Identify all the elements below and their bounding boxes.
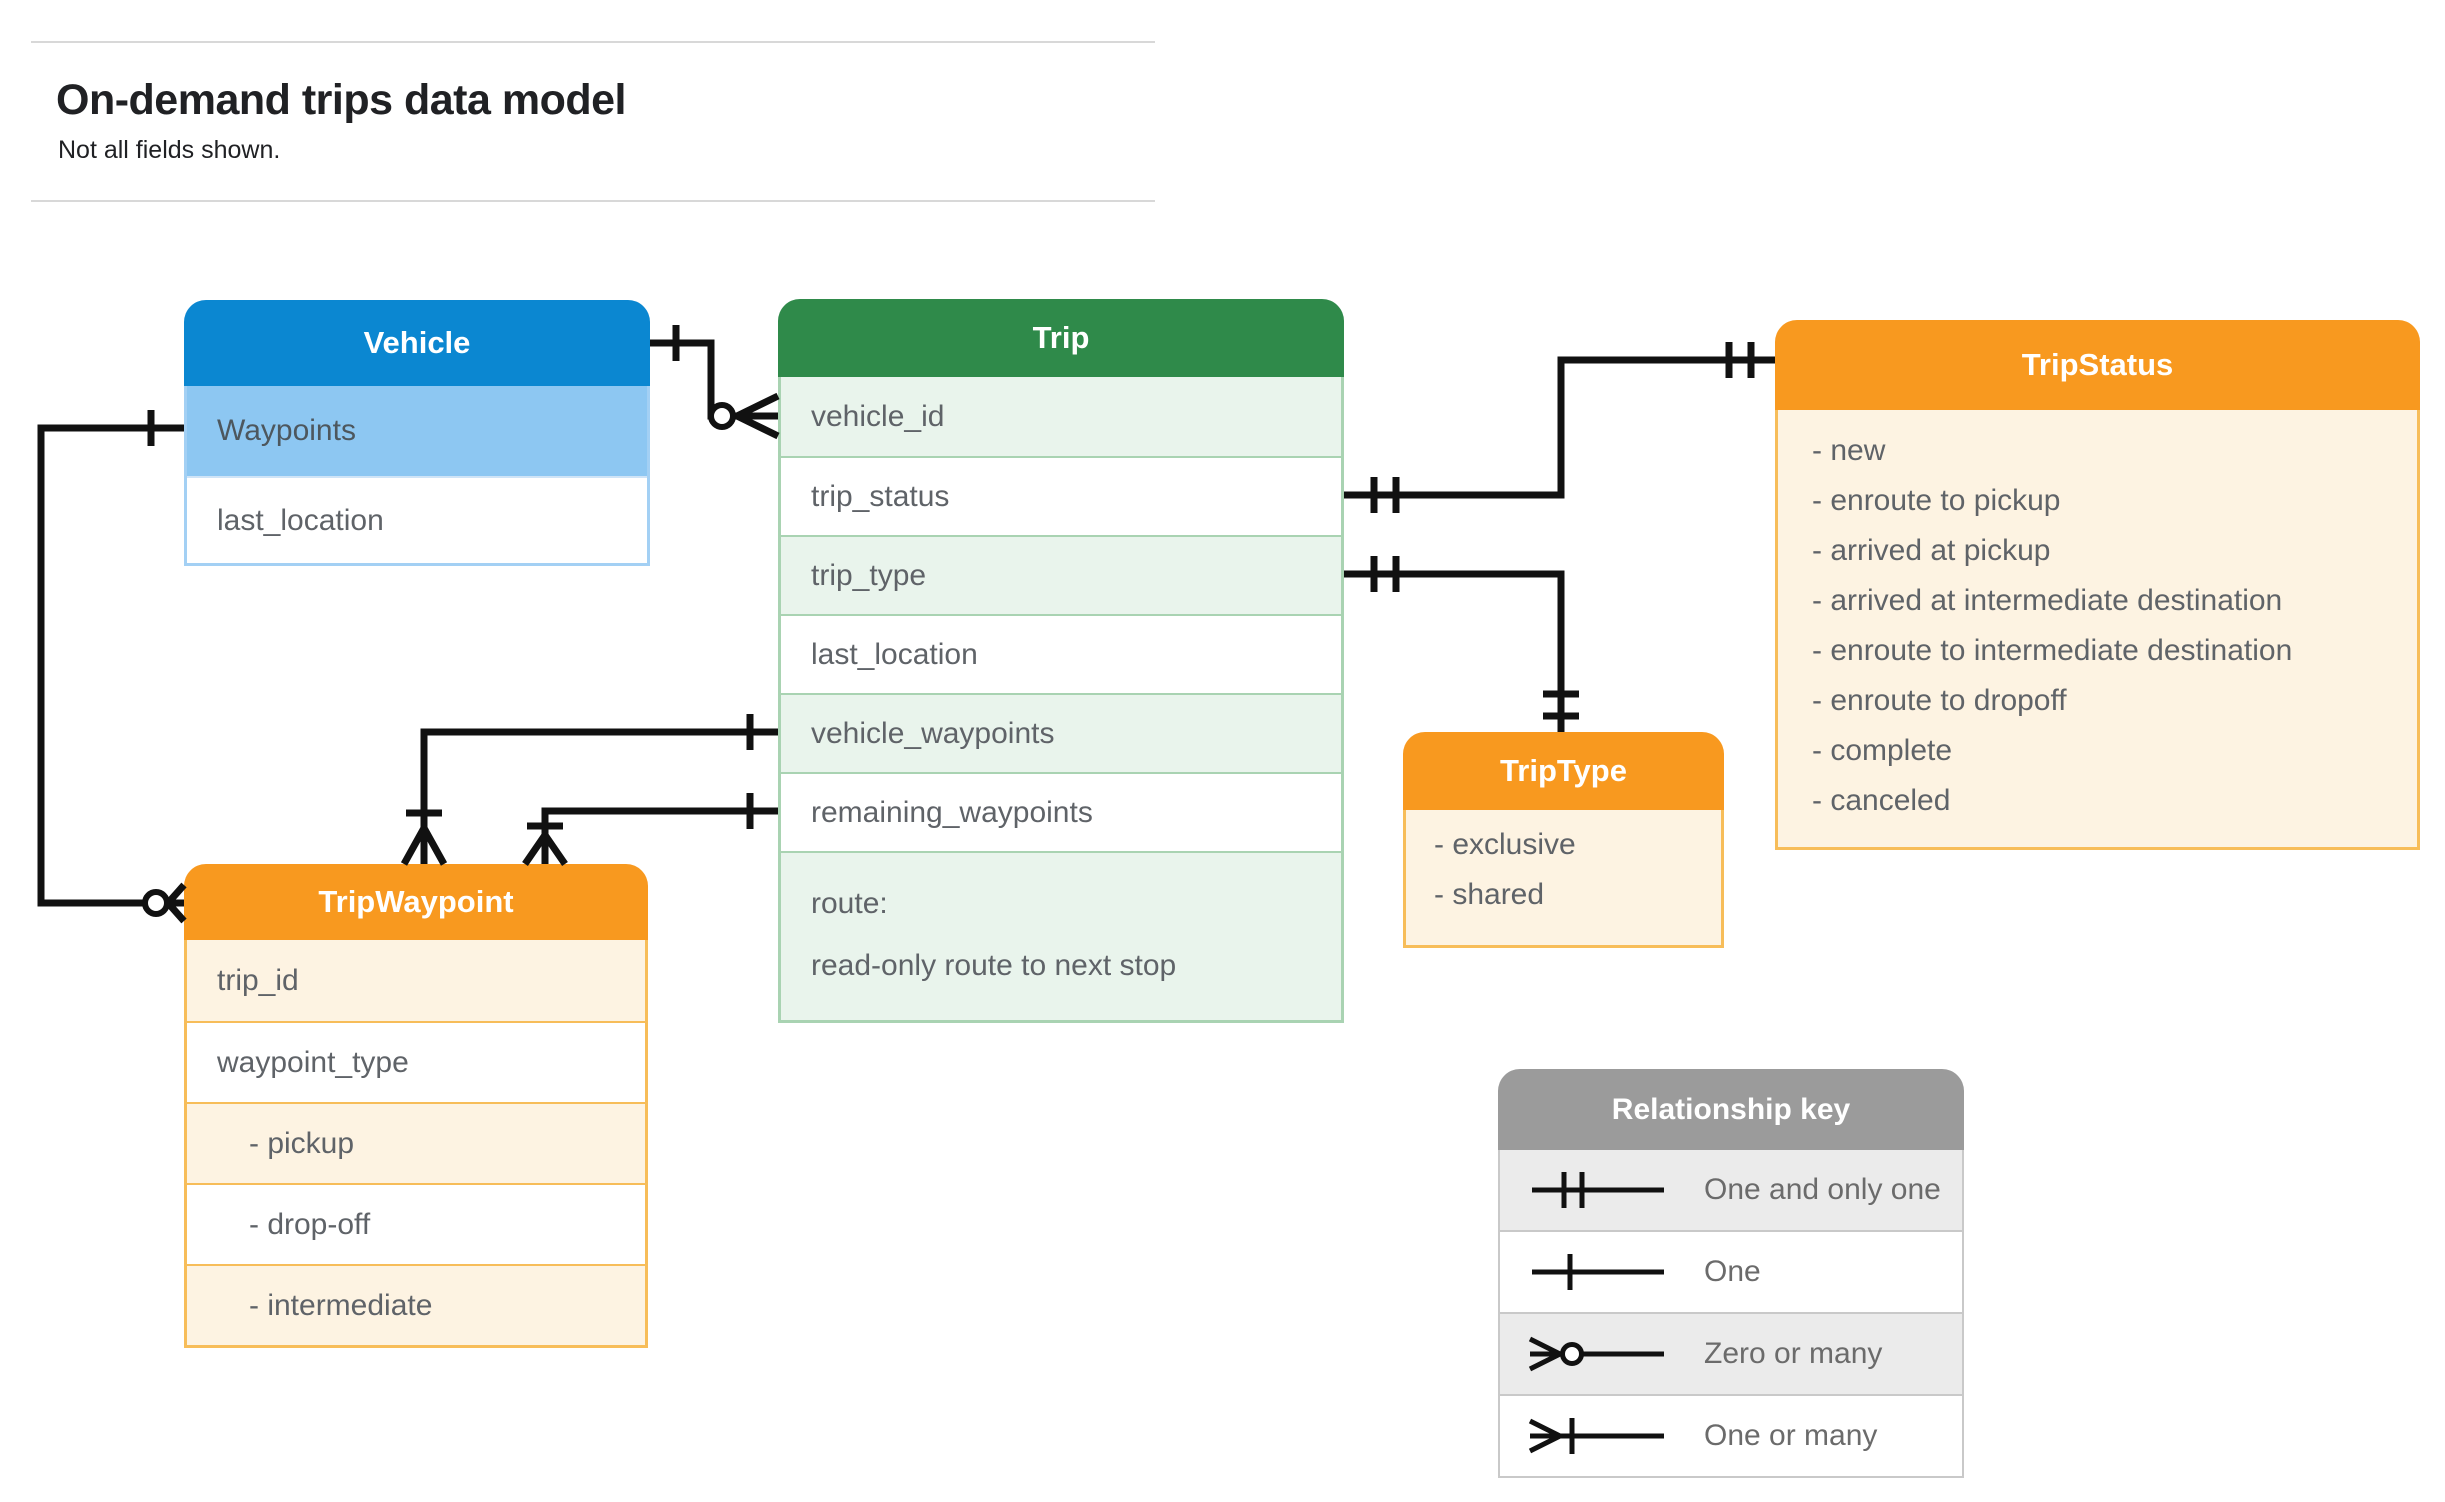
relationship-key-body: One and only one One Zero or many One or…: [1498, 1150, 1964, 1478]
waypoint-intermediate: - intermediate: [187, 1264, 645, 1345]
field-last-location: last_location: [187, 476, 647, 563]
page-subtitle: Not all fields shown.: [58, 136, 281, 164]
legend-row-one-and-only-one: One and only one: [1500, 1150, 1962, 1230]
legend-label: One and only one: [1704, 1173, 1941, 1206]
field-trip-id: trip_id: [187, 940, 645, 1021]
entity-tripstatus-body: - new - enroute to pickup - arrived at p…: [1775, 410, 2420, 850]
field-vehicle-id: vehicle_id: [781, 377, 1341, 456]
legend-label: One: [1704, 1255, 1761, 1288]
waypoint-drop-off: - drop-off: [187, 1183, 645, 1264]
status-new: - new: [1812, 434, 1886, 467]
entity-triptype: TripType - exclusive - shared: [1403, 732, 1724, 948]
type-shared: - shared: [1434, 878, 1545, 911]
connector-remaining-waypoints: [522, 793, 778, 866]
entity-vehicle-body: Waypoints last_location: [184, 386, 650, 566]
page-title: On-demand trips data model: [56, 76, 626, 124]
one-and-only-one-icon: [1532, 1172, 1664, 1208]
entity-tripwaypoint: TripWaypoint trip_id waypoint_type - pic…: [184, 864, 648, 1348]
connector-triptype: [1344, 556, 1579, 732]
status-canceled: - canceled: [1812, 784, 1951, 817]
zero-or-many-icon: [1528, 1336, 1664, 1372]
divider-bottom: [31, 200, 1155, 202]
entity-triptype-body: - exclusive - shared: [1403, 810, 1724, 948]
entity-triptype-title: TripType: [1403, 732, 1724, 810]
field-waypoint-type: waypoint_type: [187, 1021, 645, 1102]
legend-label: One or many: [1704, 1419, 1878, 1452]
field-route-label: route:: [811, 887, 888, 920]
entity-trip-body: vehicle_id trip_status trip_type last_lo…: [778, 377, 1344, 1023]
connector-vehicle-to-trip: [650, 325, 780, 440]
relationship-key-title: Relationship key: [1498, 1069, 1964, 1150]
field-route: route: read-only route to next stop: [781, 851, 1341, 1020]
entity-trip: Trip vehicle_id trip_status trip_type la…: [778, 299, 1344, 1023]
status-arrived-at-pickup: - arrived at pickup: [1812, 534, 2051, 567]
status-arrived-at-intermediate-destination: - arrived at intermediate destination: [1812, 584, 2283, 617]
entity-tripwaypoint-title: TripWaypoint: [184, 864, 648, 940]
divider-top: [31, 41, 1155, 43]
connector-vehicle-waypoints: [400, 714, 778, 866]
connector-tripstatus: [1344, 342, 1775, 513]
entity-trip-title: Trip: [778, 299, 1344, 377]
field-last-location: last_location: [781, 614, 1341, 693]
entity-tripstatus: TripStatus - new - enroute to pickup - a…: [1775, 320, 2420, 850]
legend-row-one-or-many: One or many: [1500, 1394, 1962, 1476]
field-remaining-waypoints: remaining_waypoints: [781, 772, 1341, 851]
legend-row-one: One: [1500, 1230, 1962, 1312]
status-enroute-to-dropoff: - enroute to dropoff: [1812, 684, 2067, 717]
field-trip-type: trip_type: [781, 535, 1341, 614]
entity-vehicle-title: Vehicle: [184, 300, 650, 386]
type-exclusive: - exclusive: [1434, 828, 1576, 861]
relationship-key: Relationship key One and only one One Ze…: [1498, 1069, 1964, 1478]
entity-tripstatus-title: TripStatus: [1775, 320, 2420, 410]
field-trip-status: trip_status: [781, 456, 1341, 535]
status-enroute-to-pickup: - enroute to pickup: [1812, 484, 2061, 517]
legend-row-zero-or-many: Zero or many: [1500, 1312, 1962, 1394]
field-route-description: read-only route to next stop: [811, 949, 1177, 982]
waypoint-pickup: - pickup: [187, 1102, 645, 1183]
one-or-many-icon: [1528, 1418, 1664, 1454]
status-enroute-to-intermediate-destination: - enroute to intermediate destination: [1812, 634, 2293, 667]
status-complete: - complete: [1812, 734, 1953, 767]
entity-tripwaypoint-body: trip_id waypoint_type - pickup - drop-of…: [184, 940, 648, 1348]
connector-waypoints-to-tripwaypoint: [37, 410, 187, 924]
one-icon: [1532, 1254, 1664, 1290]
legend-label: Zero or many: [1704, 1337, 1883, 1370]
field-vehicle-waypoints: vehicle_waypoints: [781, 693, 1341, 772]
entity-vehicle: Vehicle Waypoints last_location: [184, 300, 650, 566]
field-waypoints: Waypoints: [187, 386, 647, 476]
